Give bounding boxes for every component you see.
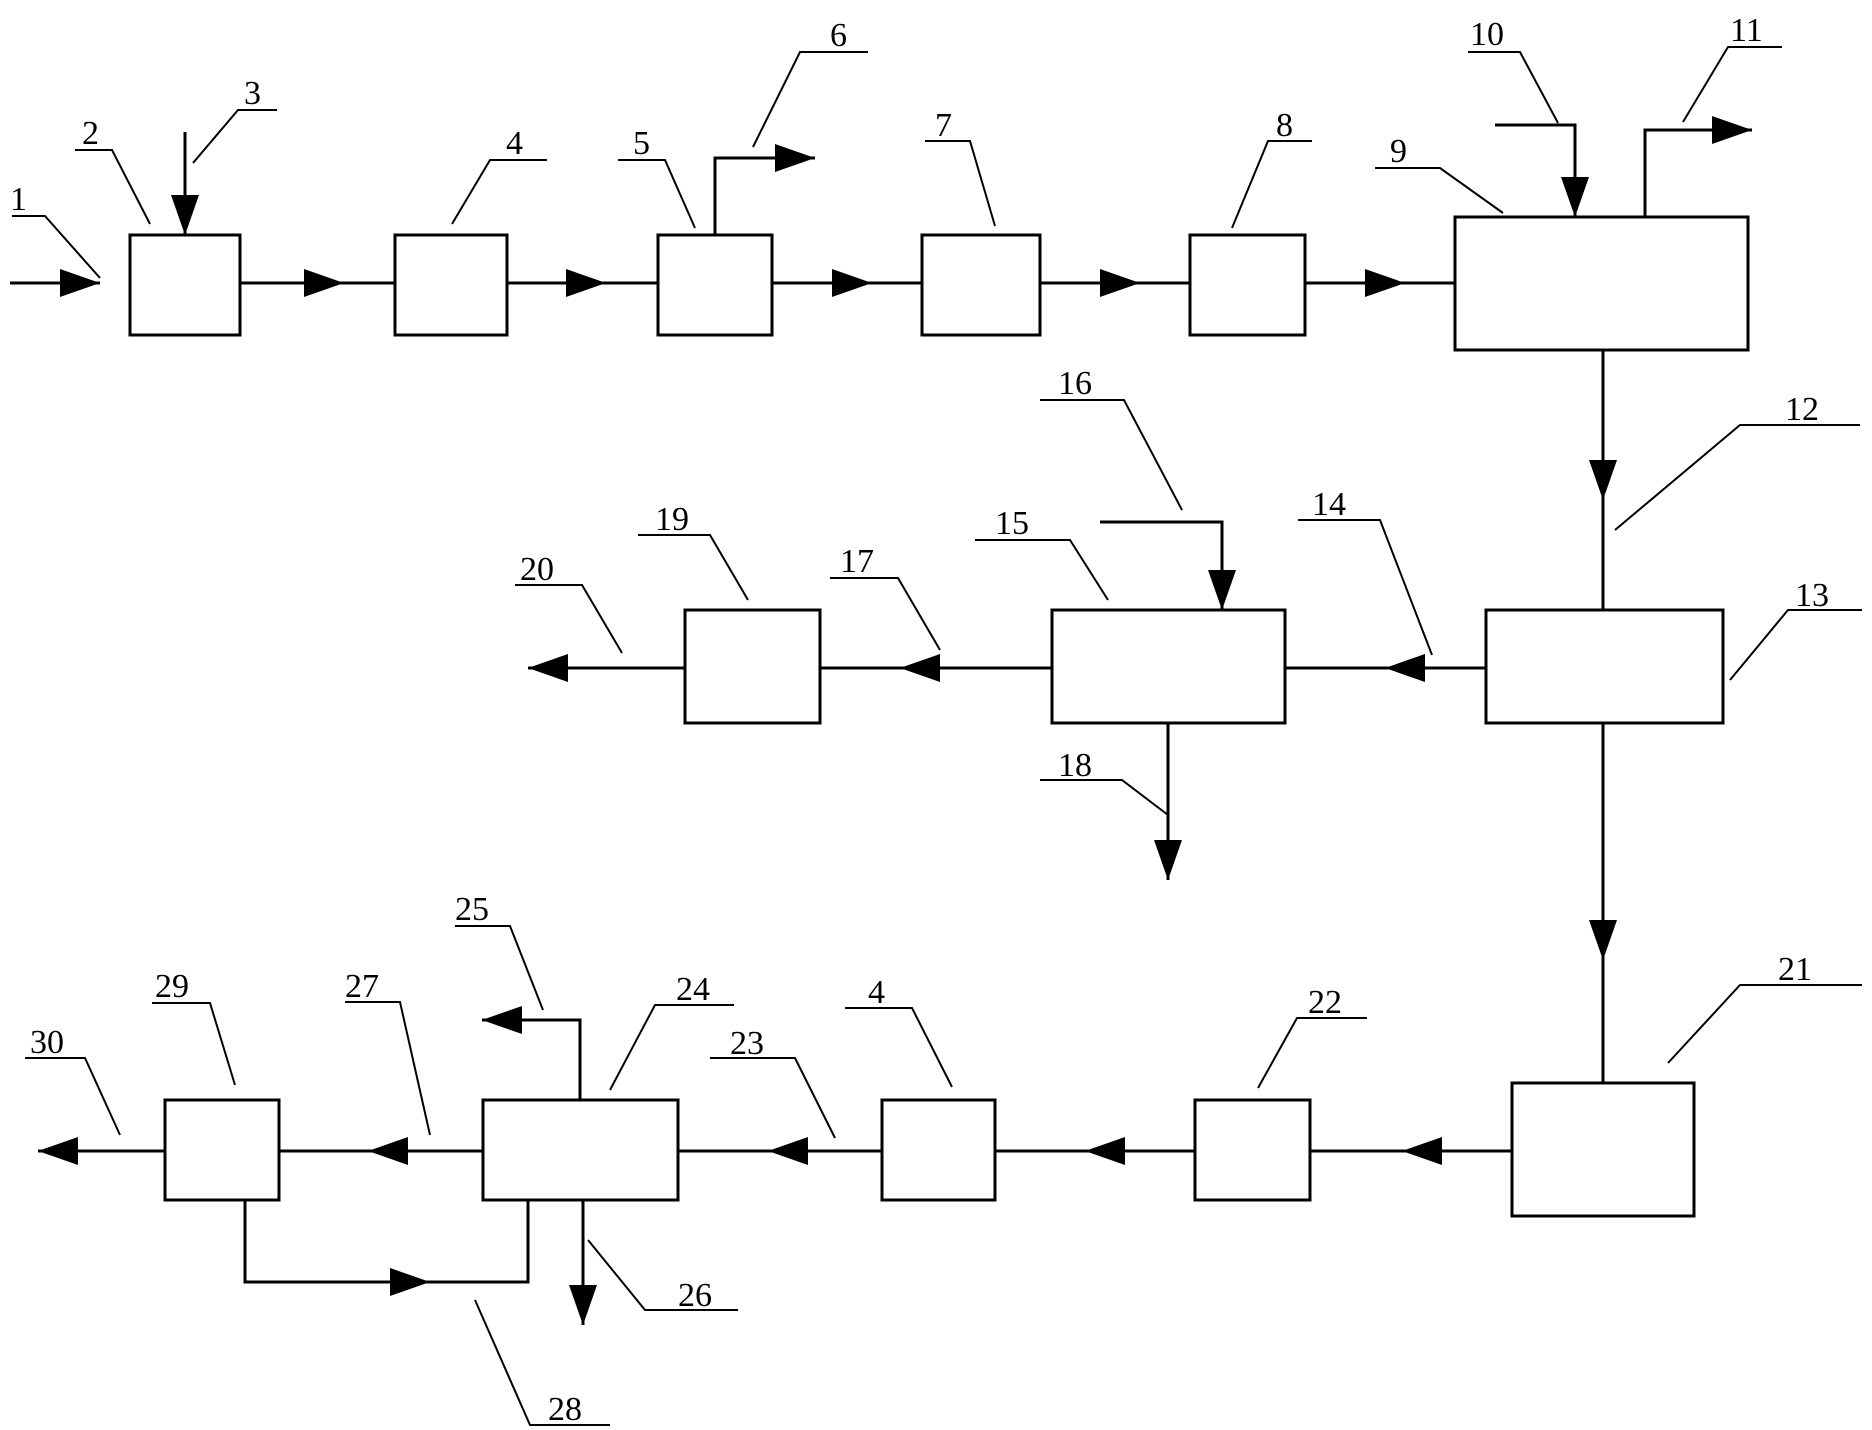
leader-16	[1040, 399, 1183, 511]
leader-3	[192, 109, 277, 164]
label-2: 2	[82, 115, 99, 152]
leader-10	[1468, 51, 1559, 124]
label-26: 26	[678, 1277, 712, 1314]
label-5: 5	[633, 125, 650, 162]
outlet-line-25	[482, 1006, 582, 1100]
label-4b: 4	[868, 974, 885, 1011]
block-24	[481, 1098, 680, 1202]
block-4-bottom	[880, 1098, 997, 1202]
label-13: 13	[1795, 577, 1829, 614]
leader-22	[1257, 1017, 1367, 1089]
leader-11	[1682, 46, 1782, 123]
label-23: 23	[730, 1025, 764, 1062]
block-9	[1453, 215, 1750, 352]
leader-29	[152, 1002, 236, 1086]
label-18: 18	[1058, 747, 1092, 784]
inlet-line-16	[1100, 520, 1236, 610]
block-2	[128, 233, 242, 337]
leader-18	[1040, 779, 1169, 816]
inlet-line-10	[1495, 123, 1589, 217]
leader-7	[925, 140, 996, 227]
label-28: 28	[548, 1391, 582, 1428]
labels: 1 2 3 4 5 6 7 8 9 10 11 12 13 14 15 16 1…	[10, 12, 1829, 1428]
leader-17	[830, 577, 941, 651]
label-1: 1	[10, 181, 27, 218]
label-20: 20	[520, 551, 554, 588]
label-14: 14	[1312, 486, 1346, 523]
label-12: 12	[1785, 391, 1819, 428]
label-16: 16	[1058, 365, 1092, 402]
row-2	[528, 350, 1725, 880]
leader-4a	[451, 159, 547, 225]
block-8	[1188, 233, 1307, 337]
label-7: 7	[935, 107, 952, 144]
label-9: 9	[1390, 133, 1407, 170]
leader-8	[1231, 140, 1312, 229]
leader-12	[1614, 424, 1860, 531]
label-24: 24	[676, 971, 710, 1008]
leader-26	[587, 1239, 738, 1311]
outlet-line-6	[713, 144, 815, 235]
label-10: 10	[1470, 16, 1504, 53]
block-22	[1193, 1098, 1312, 1202]
leader-13	[1729, 609, 1862, 681]
leader-4b	[845, 1007, 953, 1088]
label-4a: 4	[506, 125, 523, 162]
label-15: 15	[995, 505, 1029, 542]
leader-19	[638, 534, 749, 601]
label-19: 19	[655, 501, 689, 538]
leader-6	[752, 51, 868, 148]
row-3	[38, 723, 1696, 1325]
block-7	[920, 233, 1042, 337]
row-1	[10, 116, 1752, 352]
leader-2	[75, 149, 151, 225]
label-27: 27	[345, 968, 379, 1005]
label-17: 17	[840, 543, 874, 580]
block-19	[683, 608, 822, 725]
leader-25	[455, 925, 544, 1011]
label-25: 25	[455, 891, 489, 928]
block-13	[1484, 608, 1725, 725]
label-21: 21	[1778, 951, 1812, 988]
block-4-top	[393, 233, 509, 337]
leader-9	[1375, 167, 1504, 214]
label-3: 3	[244, 75, 261, 112]
leader-14	[1298, 519, 1433, 656]
label-8: 8	[1276, 107, 1293, 144]
label-29: 29	[155, 968, 189, 1005]
leader-1	[12, 215, 101, 279]
leader-30	[25, 1057, 121, 1136]
block-29	[163, 1098, 281, 1202]
recycle-line-28	[243, 1200, 430, 1296]
leader-lines	[12, 46, 1862, 1426]
block-15	[1050, 608, 1287, 725]
leader-20	[515, 584, 623, 654]
leader-15	[975, 539, 1109, 601]
leader-28	[474, 1299, 610, 1426]
block-21	[1510, 1081, 1696, 1218]
outlet-line-11	[1643, 116, 1752, 217]
label-6: 6	[830, 17, 847, 54]
leader-23	[710, 1057, 836, 1139]
leader-27	[345, 1001, 431, 1136]
block-5	[656, 233, 774, 337]
label-22: 22	[1308, 984, 1342, 1021]
leader-5	[618, 159, 696, 229]
label-11: 11	[1730, 12, 1763, 49]
leader-21	[1667, 984, 1862, 1064]
label-30: 30	[30, 1024, 64, 1061]
recycle-line-28-tail	[430, 1200, 530, 1284]
leader-24	[609, 1004, 734, 1091]
